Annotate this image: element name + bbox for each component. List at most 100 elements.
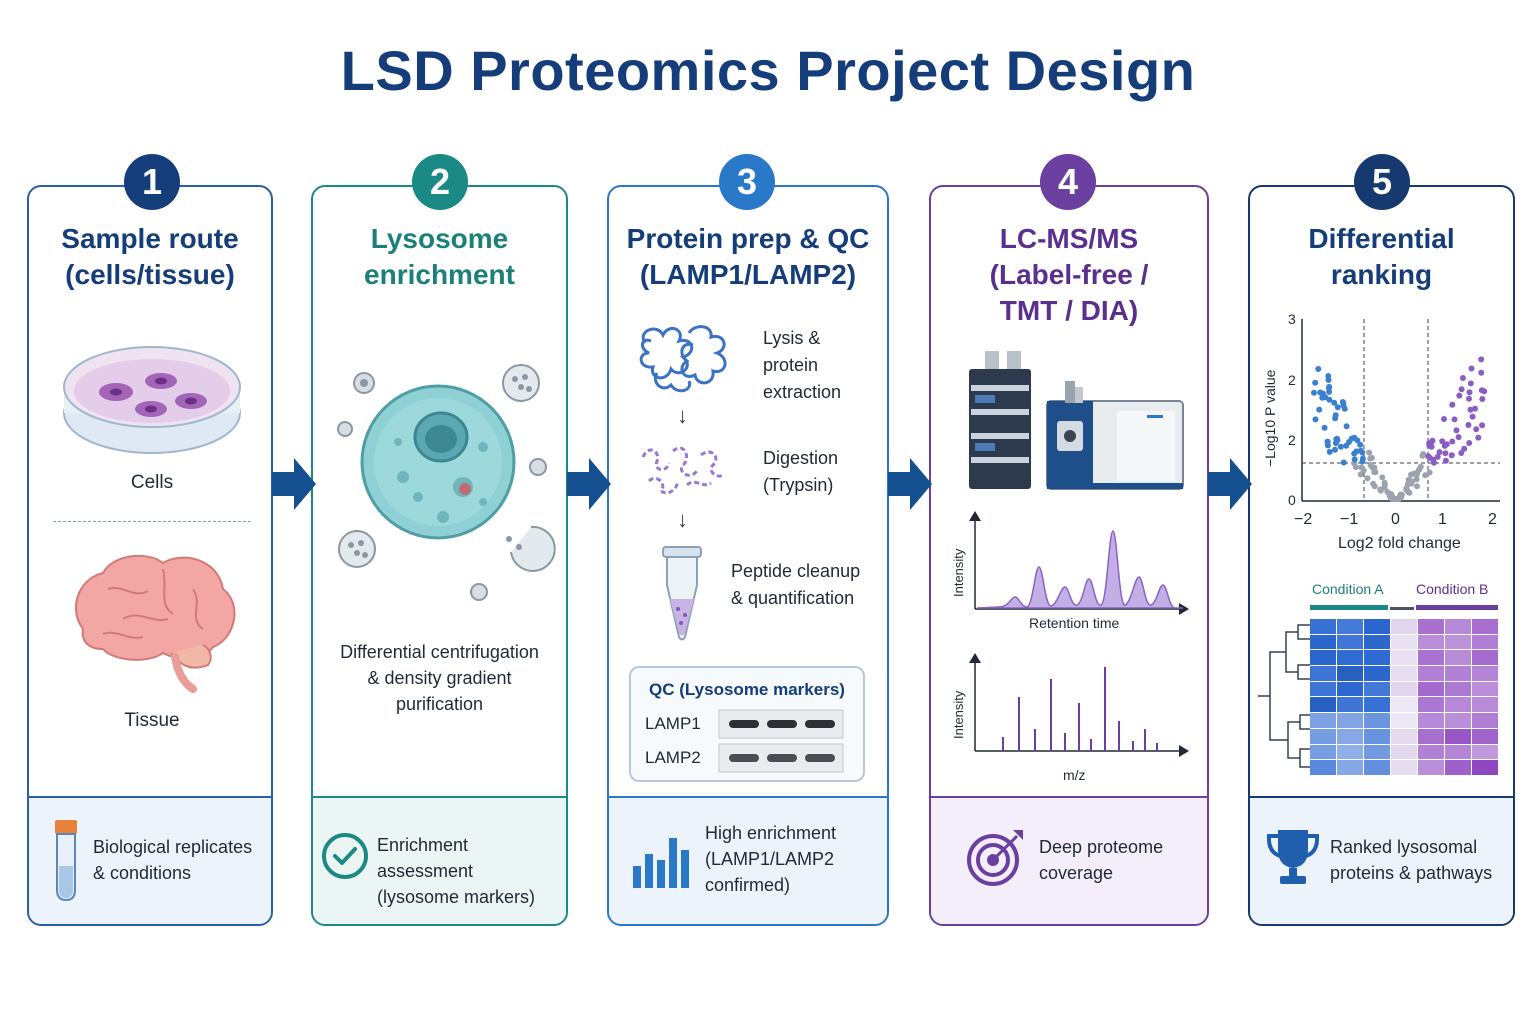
- heatmap-cell: [1337, 634, 1363, 650]
- chromatogram-ylabel: Intensity: [951, 548, 966, 597]
- heatmap-cell: [1364, 713, 1390, 728]
- volcano-point: [1334, 404, 1341, 411]
- check-circle-icon: [322, 833, 368, 879]
- volcano-point: [1478, 356, 1485, 363]
- volcano-point: [1391, 496, 1398, 502]
- volcano-xtick: −1: [1340, 511, 1359, 528]
- volcano-ytick: 0: [1288, 492, 1296, 508]
- cells-label: Cells: [130, 472, 174, 493]
- step-1-number: 1: [124, 154, 180, 210]
- qc-title: QC (Lysosome markers): [649, 680, 845, 699]
- volcano-point: [1326, 448, 1333, 455]
- volcano-point: [1442, 450, 1449, 457]
- heatmap-cell: [1391, 634, 1417, 650]
- volcano-point: [1466, 389, 1473, 396]
- step-4-panel: LC-MS/MS (Label-free / TMT / DIA) Intens…: [929, 185, 1209, 926]
- heatmap-cell: [1310, 666, 1336, 681]
- volcano-point: [1449, 438, 1456, 445]
- microtube-icon: [662, 546, 702, 641]
- heatmap-cell: [1337, 619, 1363, 634]
- down-arrow-icon: ↓: [677, 507, 688, 532]
- heatmap-cell: [1418, 634, 1444, 650]
- heatmap-cell: [1310, 760, 1336, 775]
- step-3-footer: High enrichment (LAMP1/LAMP2 confirmed): [609, 796, 887, 924]
- volcano-point: [1466, 440, 1473, 446]
- volcano-point: [1369, 464, 1376, 471]
- volcano-point: [1467, 406, 1474, 413]
- volcano-point: [1434, 453, 1441, 460]
- volcano-xtick: 1: [1438, 511, 1447, 528]
- volcano-xtick: 0: [1391, 511, 1400, 528]
- volcano-point: [1413, 476, 1420, 483]
- heatmap-cell: [1445, 619, 1471, 634]
- volcano-point: [1451, 416, 1458, 423]
- heatmap-cell: [1472, 728, 1498, 744]
- heatmap-cell: [1310, 619, 1336, 634]
- step-2-panel: Lysosome enrichment Differential centrif…: [311, 185, 568, 926]
- heatmap-cell: [1418, 650, 1444, 666]
- volcano-point: [1315, 366, 1322, 372]
- step-4-footer-text: Deep proteome coverage: [1039, 837, 1164, 883]
- heatmap-cell: [1445, 760, 1471, 775]
- volcano-point: [1442, 457, 1449, 464]
- volcano-point: [1429, 437, 1436, 444]
- volcano-point: [1467, 380, 1474, 387]
- condition-b-label: Condition B: [1416, 581, 1489, 597]
- heatmap-cell: [1445, 681, 1471, 697]
- heatmap-cell: [1337, 650, 1363, 666]
- volcano-point: [1419, 452, 1426, 459]
- heatmap-cell: [1337, 744, 1363, 760]
- heatmap-cell: [1418, 713, 1444, 728]
- heatmap-cell: [1391, 666, 1417, 681]
- step-1-footer-text: Biological replicates & conditions: [93, 837, 253, 883]
- step-5-title: Differential ranking: [1308, 223, 1455, 290]
- volcano-point: [1469, 413, 1476, 420]
- heatmap-cell: [1445, 634, 1471, 650]
- volcano-point: [1312, 379, 1319, 386]
- heatmap-cell: [1445, 666, 1471, 681]
- volcano-point: [1459, 375, 1466, 381]
- substep-cleanup: Peptide cleanup & quantification: [731, 561, 861, 608]
- page-title: LSD Proteomics Project Design: [340, 39, 1196, 102]
- volcano-point: [1426, 442, 1433, 449]
- volcano-point: [1431, 459, 1437, 466]
- lysosome-icon: [337, 364, 556, 601]
- volcano-point: [1332, 412, 1339, 419]
- heatmap-cell: [1472, 697, 1498, 713]
- heatmap-cell: [1418, 619, 1444, 634]
- heatmap-cell: [1445, 744, 1471, 760]
- heatmap-cell: [1391, 728, 1417, 744]
- volcano-point: [1326, 383, 1333, 390]
- volcano-point: [1371, 469, 1378, 475]
- heatmap-cell: [1310, 713, 1336, 728]
- mass-spectrum-chart: [969, 653, 1189, 757]
- volcano-point: [1334, 435, 1341, 442]
- divider: [53, 521, 251, 522]
- substep-lysis: Lysis & protein extraction: [763, 328, 842, 402]
- step-4-number: 4: [1040, 154, 1096, 210]
- volcano-point: [1324, 438, 1331, 445]
- heatmap-cell: [1310, 744, 1336, 760]
- heatmap-cell: [1310, 650, 1336, 666]
- chromatogram-chart: [969, 511, 1189, 615]
- volcano-point: [1379, 474, 1386, 481]
- volcano-point: [1458, 386, 1465, 393]
- bar-chart-icon: [633, 838, 689, 888]
- step-2-number: 2: [412, 154, 468, 210]
- heatmap-cell: [1445, 697, 1471, 713]
- heatmap-cell: [1337, 666, 1363, 681]
- volcano-point: [1359, 449, 1366, 456]
- step-5-number: 5: [1354, 154, 1410, 210]
- volcano-point: [1321, 424, 1328, 431]
- step-2-title: Lysosome enrichment: [364, 223, 515, 290]
- volcano-point: [1405, 476, 1412, 483]
- volcano-point: [1397, 492, 1403, 499]
- heatmap-cell: [1391, 744, 1417, 760]
- heatmap-cell: [1418, 744, 1444, 760]
- volcano-point: [1473, 426, 1480, 433]
- volcano-point: [1337, 443, 1344, 450]
- step-2-footer-text: Enrichment assessment (lysosome markers): [377, 835, 536, 907]
- flow-arrow-icon: [272, 458, 316, 510]
- volcano-point: [1422, 472, 1429, 479]
- volcano-xtick: 2: [1488, 511, 1497, 528]
